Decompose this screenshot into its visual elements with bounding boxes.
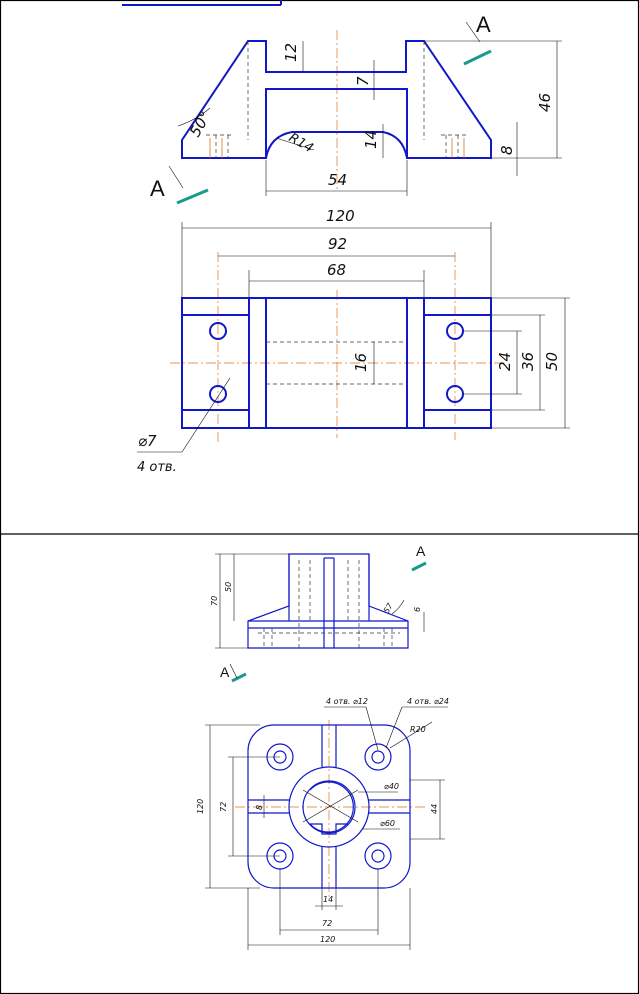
- sheet1-top-view: 120 92 68 16 24 36 50 ⌀7 4 отв.: [137, 207, 570, 475]
- dim-r20: R20: [410, 725, 426, 734]
- dim-6: 6: [413, 607, 422, 612]
- hole-diameter-note: ⌀7: [138, 432, 157, 450]
- dim-14: 14: [362, 130, 380, 149]
- dim-50-small: 50: [224, 582, 233, 592]
- dim-120-horizontal: 120: [320, 935, 335, 944]
- holes-24-note: 4 отв. ⌀24: [407, 697, 449, 706]
- dim-7: 7: [354, 76, 372, 86]
- holes-12-note: 4 отв. ⌀12: [326, 697, 368, 706]
- sheet2-top-view: 4 отв. ⌀12 4 отв. ⌀24 R20 ⌀40 ⌀60 120 72…: [196, 697, 449, 950]
- dim-54: 54: [328, 171, 347, 189]
- dim-72-vertical: 72: [219, 802, 228, 812]
- dim-36: 36: [519, 352, 537, 371]
- dim-68: 68: [327, 261, 346, 279]
- dim-50: 50: [543, 352, 561, 371]
- dim-44: 44: [430, 804, 439, 814]
- dim-70: 70: [210, 596, 219, 606]
- dim-92: 92: [328, 235, 347, 253]
- dim-8: 8: [498, 145, 516, 155]
- sheet1-front-view: 12 7 46 14 8 50° R14 54 A A: [150, 12, 562, 205]
- section-label-left: A: [150, 176, 165, 201]
- cutting-plane-top: [463, 49, 492, 66]
- dim-14-small: 14: [323, 895, 333, 904]
- hole-count-note: 4 отв.: [137, 460, 177, 475]
- dim-d60: ⌀60: [380, 819, 395, 828]
- dim-angle: 50°: [186, 108, 215, 140]
- dim-120-vertical: 120: [196, 799, 205, 814]
- dim-46: 46: [536, 93, 554, 112]
- section-label-top: A: [476, 12, 491, 37]
- sheet2-cutting-plane-top: [411, 561, 427, 572]
- dim-d40: ⌀40: [384, 782, 399, 791]
- dim-radius: R14: [286, 130, 316, 156]
- dim-12: 12: [282, 43, 300, 62]
- dim-72-horizontal: 72: [322, 919, 332, 928]
- dim-16: 16: [352, 353, 370, 372]
- sheet2-section-label-top: A: [416, 543, 426, 559]
- dim-24: 24: [496, 352, 514, 371]
- sheet2-section-label-left: A: [220, 664, 230, 680]
- sheet2-front-view: 70 50 57 6 A A: [210, 543, 427, 683]
- dim-8-small: 8: [255, 805, 264, 810]
- dim-120: 120: [326, 207, 355, 225]
- cutting-plane-left: [176, 188, 209, 205]
- sheet2-cutting-plane-left: [231, 672, 247, 683]
